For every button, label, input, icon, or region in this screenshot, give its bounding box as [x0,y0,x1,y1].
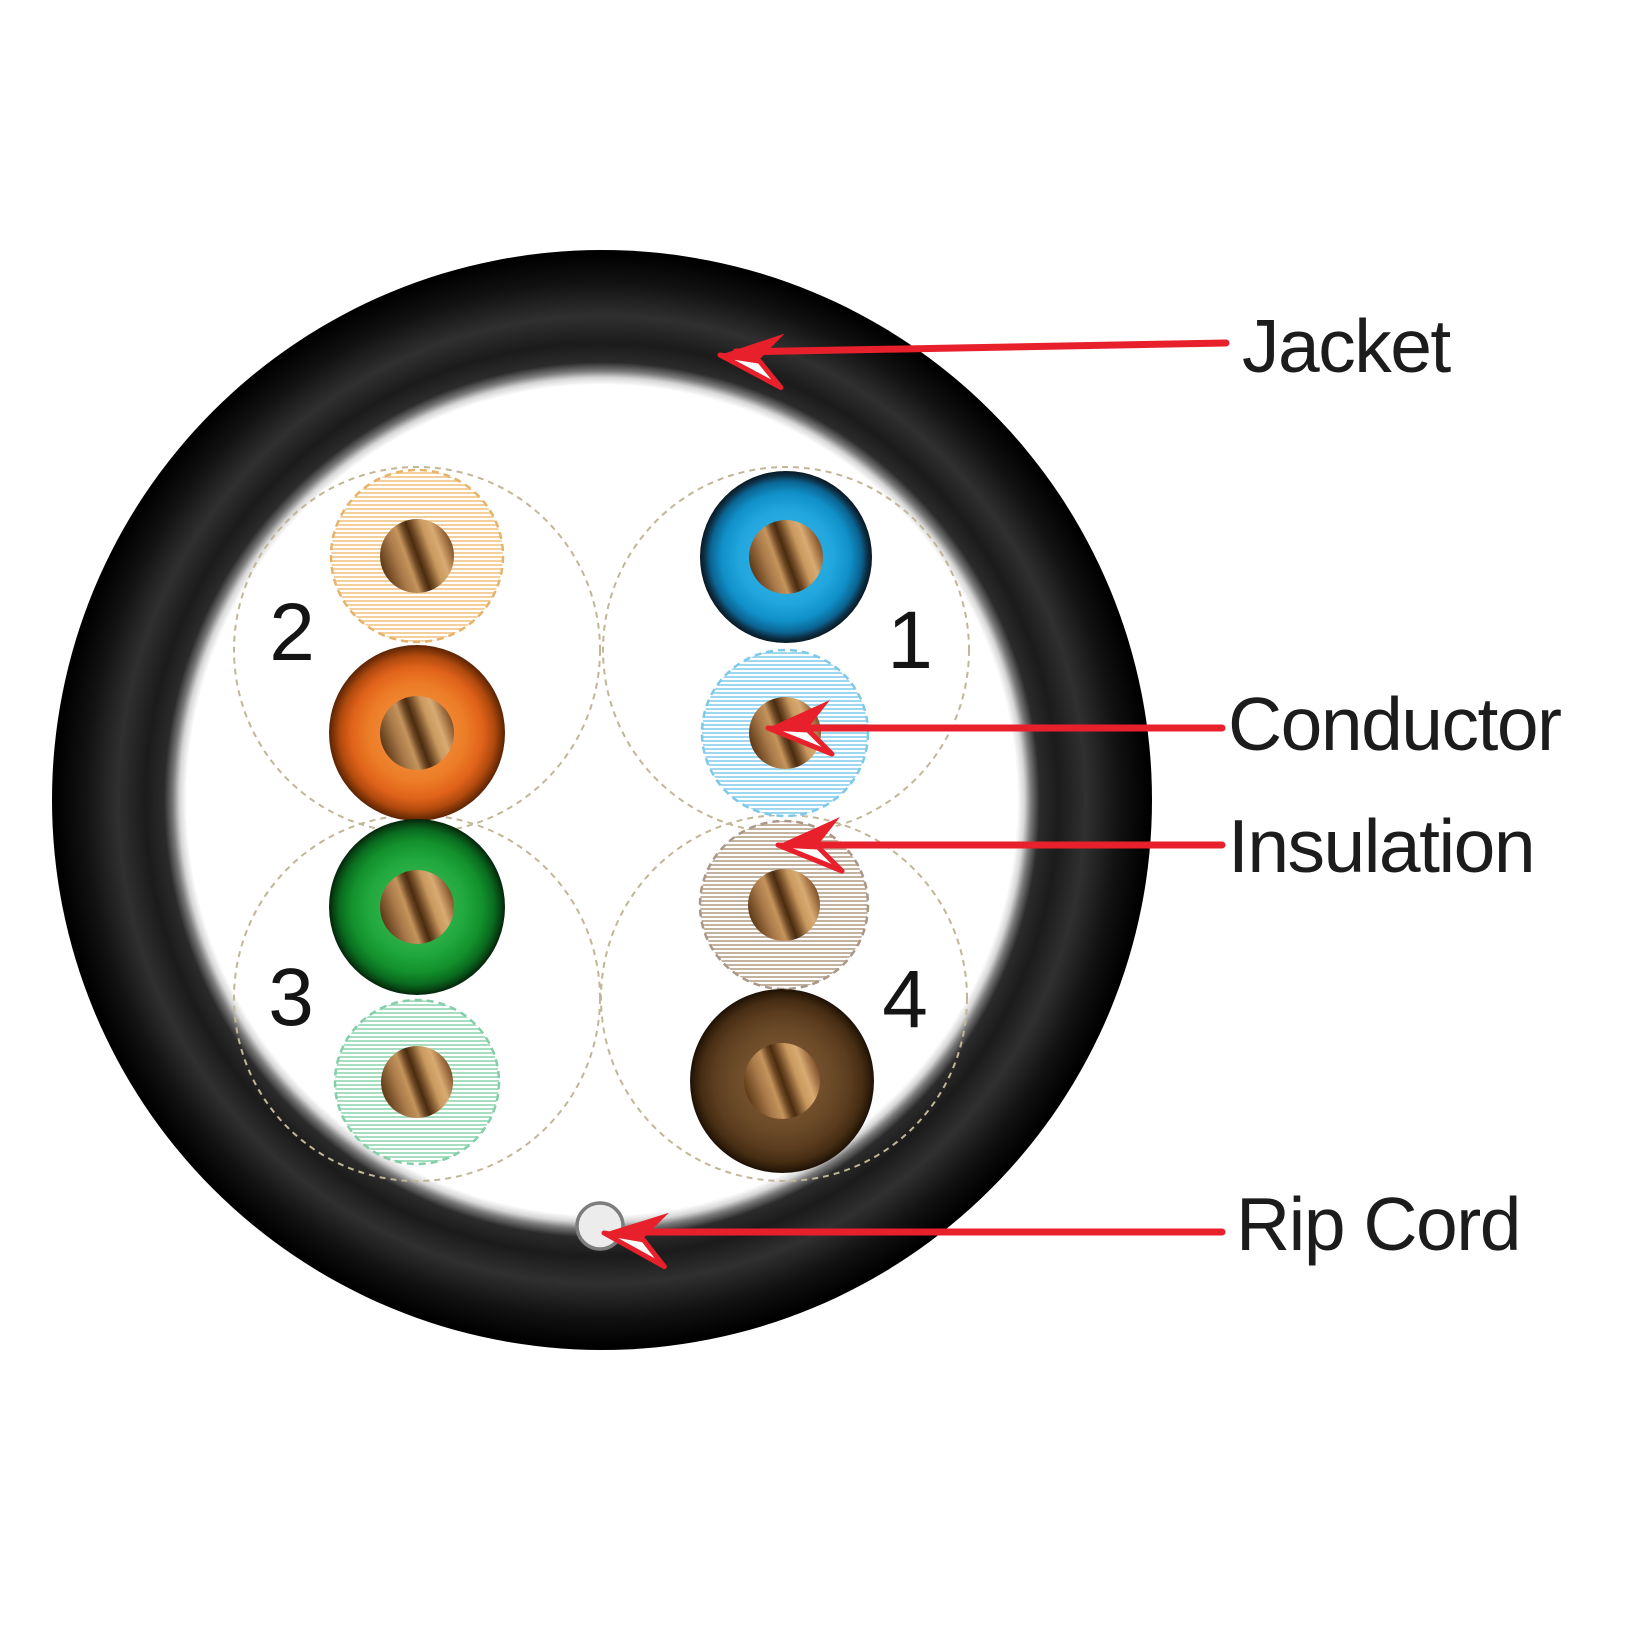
conductor-copper [380,519,454,593]
pair-3-wire-green-solid [329,819,505,995]
leader-line-jacket [732,339,1230,356]
conductor-copper [744,1043,820,1119]
conductor-copper [749,520,823,594]
label-jacket: Jacket [1242,304,1451,388]
pair-1-wire-blue-solid [700,471,872,643]
conductor-copper [380,696,454,770]
label-insulation: Insulation [1228,804,1534,888]
pair-3-number: 3 [268,952,314,1043]
pair-4-number: 4 [882,954,928,1045]
conductor-copper [748,869,820,941]
pair-2-number: 2 [269,587,315,678]
label-conductor: Conductor [1228,682,1561,766]
conductor-copper [381,1046,453,1118]
pair-3-wire-green-white [333,998,501,1166]
pair-2-wire-orange-white [329,468,505,644]
label-rip-cord: Rip Cord [1236,1182,1520,1266]
pair-1-number: 1 [887,595,933,686]
pair-4-wire-brown-solid [690,989,874,1173]
pair-2-wire-orange-solid [329,645,505,821]
cable-jacket [52,250,1152,1350]
conductor-copper [380,870,454,944]
